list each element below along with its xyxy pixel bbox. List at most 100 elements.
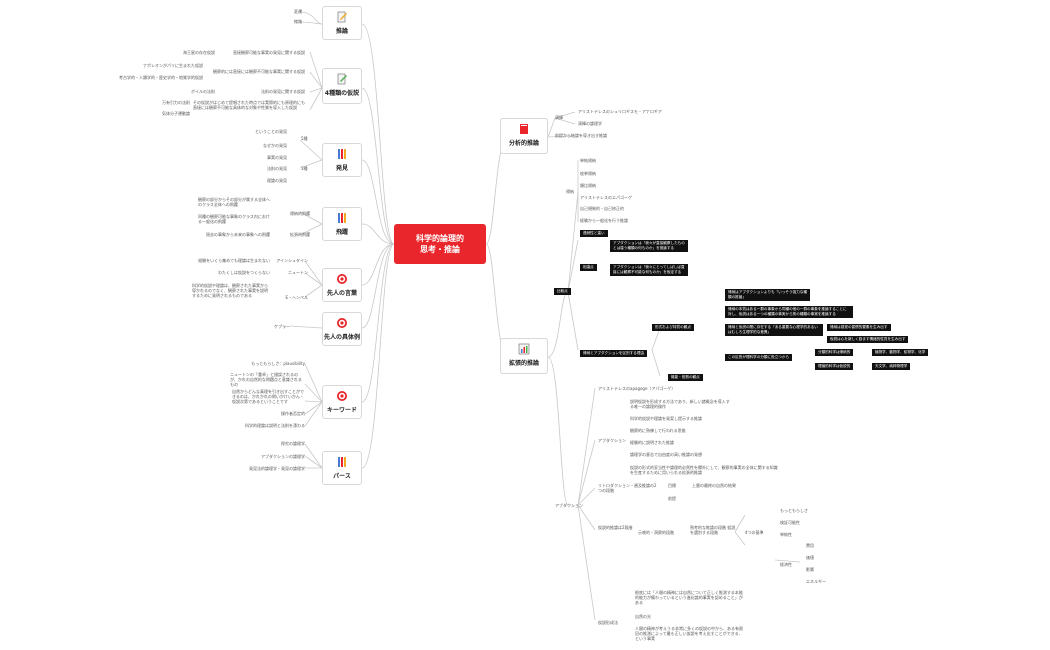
abd-b-item: 論理学の意志で自由度の高い推論の発想 xyxy=(630,452,702,457)
hakken-item: 事実の発見 xyxy=(267,155,287,160)
tube-icon xyxy=(338,213,346,223)
target-icon xyxy=(337,274,347,284)
kasetsu-sub: ナポレオンがパリに生まれた仮説 xyxy=(143,63,203,68)
node-pace[interactable]: パース xyxy=(322,451,362,485)
hikaku-label: 比較点 xyxy=(554,288,571,295)
hakken-item: 理論の発見 xyxy=(267,178,287,183)
abd-e-item: 人間の精神が考えうる非常に多くの仮説の中から、ある有限回の推測によって最も正しい… xyxy=(635,626,743,641)
abd-d-sub: 示唆的・洞察的段階 xyxy=(638,530,674,535)
abd-b-item: 説明仮説を形成する方法であり、新しい諸概念を導入する唯一の論理的操作 xyxy=(630,399,730,409)
pace-item: アブダクションの論理学 xyxy=(261,454,305,459)
node-bunseki[interactable]: 分析的推論 xyxy=(500,118,548,154)
target-icon xyxy=(337,391,347,401)
node-kasetsu-title: 4種類の仮説 xyxy=(324,90,360,97)
hikaku-item: 相違点 xyxy=(580,264,597,271)
node-hakken-title: 発見 xyxy=(335,165,348,172)
hoyo-label: 帰納とアブダクションを区別する理由 xyxy=(580,350,648,357)
kotoba-item: わたくしは仮説をつくらない xyxy=(218,270,270,275)
node-kotoba[interactable]: 先人の言葉 xyxy=(322,268,362,302)
kotoba-person: ニュートン xyxy=(288,270,308,275)
abd-e-item: 自然の光 xyxy=(635,614,651,619)
hoyo-deep: 分類的科学は帰納的 xyxy=(815,349,854,356)
hiyaku-label: 帰納的飛躍 xyxy=(290,211,310,216)
node-suiron-title: 推論 xyxy=(335,28,348,35)
center-title-line1: 科学的論理的 xyxy=(416,234,464,243)
hakken-item: 法則の発見 xyxy=(267,166,287,171)
hikaku-note: アブダクションは「我々が直接観察したものとは違う種類の何ものか」を推論する xyxy=(610,240,688,252)
node-kasetsu[interactable]: 4種類の仮説 xyxy=(322,68,362,104)
pace-item: 探究の論理学 xyxy=(281,441,305,446)
pace-item: 発見法的論理学・発見の論理学 xyxy=(249,466,305,471)
hikaku-item: 連続性と違い xyxy=(580,230,608,237)
keyword-item: もっともらしさ：plausibility xyxy=(251,361,305,366)
pencil-note-icon xyxy=(337,73,347,85)
abd-d-item: 単純性 xyxy=(780,532,792,537)
node-kakucho[interactable]: 拡張的推論 xyxy=(500,338,548,374)
hoyo-note: 帰納の本質はある一群の事象から同種の他の一群の事象を推論することに対し、仮説はあ… xyxy=(725,306,853,318)
kino-item: 自己規制的・自己修正的 xyxy=(580,206,624,211)
hiyaku-item: 観察の部分からその部分が属する全体へのクラス全体への飛躍 xyxy=(198,197,270,207)
keyword-item: 科学的理論は説明と法則を漂わる xyxy=(245,423,305,428)
keyword-item: 操作者否定的 xyxy=(281,411,305,416)
abd-b-item: 経験的に説明された推論 xyxy=(630,440,674,445)
abd-b-item: 仮説の形式的妥当性や論理的必然性を欄外にして、観察的事実の全体に関する知識を生産… xyxy=(630,465,778,475)
kasetsu-sub: 気体分子運動論 xyxy=(162,111,190,116)
node-gutai-title: 先人の具体例 xyxy=(323,334,360,341)
abd-e-label: 仮説形成法 xyxy=(598,620,618,625)
kino-item: 類比帰納 xyxy=(580,183,596,188)
hiyaku-item: 過去の事象から未来の事象への飛躍 xyxy=(206,232,270,237)
node-bunseki-title: 分析的推論 xyxy=(508,140,539,147)
hoyo-deep: 理論的科学は仮説的 xyxy=(815,363,854,370)
abd-d-crit: 4つの基準 xyxy=(745,530,764,535)
kasetsu-sub: 海王星の存在仮説 xyxy=(183,50,215,55)
hoyo-note: この区別が理科学の分類に役立つから xyxy=(725,354,793,361)
abd-econ: 価値 xyxy=(806,555,814,560)
hakken-item: ということの発見 xyxy=(255,129,287,134)
abd-a: アリストテレスのapagoge（アパゴーゲ） xyxy=(598,386,676,391)
kasetsu-item: その仮説がはじめて提唱された時点では実際的にも原理的にも直接には観察不可能な具体… xyxy=(193,100,305,110)
kino-item: アリストテレスのエパゴーゲ xyxy=(580,195,632,200)
tube-icon xyxy=(338,457,346,467)
center-topic[interactable]: 科学的論理的 思考・推論 xyxy=(394,224,486,264)
hoyo-field: 植物学、動物学、鉱物学、化学 xyxy=(872,349,929,356)
abd-d-item: もっともらしさ xyxy=(780,508,808,513)
hoyo-deep: 仮説は心を新しく励ます情緒的性質を生み出す xyxy=(827,336,909,343)
keyword-item: 自然からどんな真理を引き出すことができるのは、かれかれの問いかけいかん・仮説次第… xyxy=(232,389,304,404)
kasetsu-item: 直接観察可能な事実の発見に関する仮説 xyxy=(233,50,305,55)
node-keyword[interactable]: キーワード xyxy=(322,385,362,419)
book-icon xyxy=(520,124,528,134)
hoyo-field: 天文学、純粋物理学 xyxy=(872,363,911,370)
node-kakucho-title: 拡張的推論 xyxy=(508,360,539,367)
target-icon xyxy=(337,318,347,328)
kino-item: 枚挙帰納 xyxy=(580,171,596,176)
hoyo-note: 帰納はアブダクションよりも「いっそう強力な種類の推論」 xyxy=(725,289,810,301)
kotoba-person: E・ヘンペル xyxy=(285,295,308,300)
kasetsu-sub: 万有引力の法則 xyxy=(162,100,190,105)
abd-b-label: アブダクション xyxy=(598,438,626,443)
node-gutai[interactable]: 先人の具体例 xyxy=(322,312,362,346)
node-hakken[interactable]: 発見 xyxy=(322,143,362,177)
kino-item: 単純帰納 xyxy=(580,158,596,163)
kasetsu-item: 観察的には直接には観察不可能な事実に関する仮説 xyxy=(213,69,305,74)
node-hiyaku[interactable]: 飛躍 xyxy=(322,207,362,241)
suiron-item: 変遷 xyxy=(294,9,302,14)
hakken-label: 5種 xyxy=(301,136,308,141)
hoyo-sub: 機能・役割の観点 xyxy=(668,374,703,381)
kasetsu-sub: ボイルの法則 xyxy=(191,89,215,94)
abd-econ: 影響 xyxy=(806,567,814,572)
abd-c-item: 目標 xyxy=(668,483,676,488)
bunseki-label: 演繹 xyxy=(555,115,563,120)
center-title-line2: 思考・推論 xyxy=(420,245,460,254)
abd-c-label: リトロダクション・遡及推論の2つの段階 xyxy=(598,483,657,493)
abd-d-item: 経済性 xyxy=(780,562,792,567)
node-suiron[interactable]: 推論 xyxy=(322,6,362,40)
kotoba-item: 科学的仮説や理論は、観察された事実から導かれるのでなく、観察された事実を説明する… xyxy=(192,283,268,298)
node-hiyaku-title: 飛躍 xyxy=(335,229,348,236)
node-kotoba-title: 先人の言葉 xyxy=(326,290,357,297)
kotoba-item: 経験をいくら集めても理論は生まれない xyxy=(198,258,270,263)
kino-item: 経験から一般化を行う推論 xyxy=(580,218,628,223)
bunseki-item: 演繹の論理学 xyxy=(578,121,602,126)
abd-b-item: 観察的に熟練して行われる思推 xyxy=(630,428,686,433)
node-pace-title: パース xyxy=(333,473,351,480)
